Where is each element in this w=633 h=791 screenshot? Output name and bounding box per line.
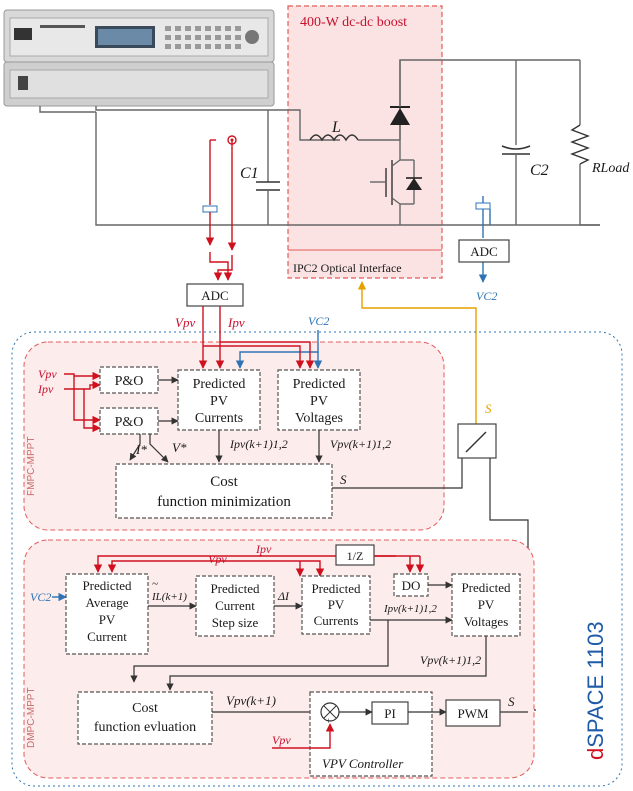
fmpc-pred-currents-l1: Predicted [193,377,246,392]
dmpc-cost-block [77,691,213,745]
fmpc-label: FMPC-MPPT [26,437,37,496]
pred-step-l1: Predicted [210,581,260,596]
fmpc-pred-currents-block [177,369,261,431]
vpv-ref-label: Vpv(k+1) [226,693,276,708]
dmpc-pred-voltages-block [451,573,521,637]
fmpc-pred-voltages-l2: PV [310,394,328,409]
dmpc-pred-currents-l2: PV [328,597,345,612]
po-1-label: P&O [115,374,144,389]
vc2-right-label: VC2 [476,289,497,303]
vc2-top-label: VC2 [308,314,329,328]
c2-label: C2 [530,162,549,179]
inductor-label: L [331,119,341,136]
pred-step-block [195,575,275,637]
pi-block [371,701,409,725]
boost-title: 400-W dc-dc boost [300,15,407,30]
pv-sensors [202,135,237,281]
fmpc-pred-voltages-l3: Voltages [295,411,343,426]
po-2-label: P&O [115,415,144,430]
dmpc-ipv-top: Ipv [255,542,272,556]
delay-block [335,544,375,566]
do-label: DO [402,578,421,593]
pred-avg-block [65,573,149,655]
v-star-label: V* [172,440,187,455]
vc2-to-pred-currents [235,330,319,369]
fmpc-vpv-in: Vpv [38,367,57,381]
dmpc-pred-currents-l1: Predicted [311,581,361,596]
dmpc-vpv-top: Vpv [208,552,227,566]
dmpc-vpv-k1-label: Vpv(k+1)1,2 [420,653,481,667]
optical-interface-label: IPC2 Optical Interface [293,261,402,275]
adc-left-block [186,283,244,307]
adc-right-label: ADC [470,244,497,259]
mode-switch-blade [465,431,487,453]
pwm-block [445,699,501,727]
dmpc-feedback-lines [130,620,487,691]
adc-right-block [458,239,510,263]
dmpc-pred-voltages-l2: PV [478,597,495,612]
dmpc-ipv-k1-label: Ipv(k+1)1,2 [383,603,437,615]
fmpc-s-label: S [340,472,347,487]
fmpc-ipv-k1-label: Ipv(k+1)1,2 [229,437,288,451]
vpv-fb-label: Vpv [272,733,291,747]
fmpc-cost-block [115,463,333,519]
fmpc-input-lines [64,371,101,433]
pred-step-l3: Step size [212,615,259,630]
dmpc-cost-l1: Cost [132,701,158,716]
rload-label: RLoad [591,161,630,176]
switch-s-label: S [485,401,492,416]
dmpc-pred-currents-l3: Currents [314,613,359,628]
pred-avg-l2: Average [85,595,128,610]
delay-label: 1/Z [347,549,364,563]
dspace-label: dSPACE 1103 [583,621,608,760]
vpv-label: Vpv [175,315,195,330]
fmpc-s-line [332,458,463,489]
adc-left-label: ADC [201,288,228,303]
po-block-2 [99,407,159,435]
fmpc-cost-l1: Cost [210,474,238,490]
fmpc-arrows [129,376,323,463]
fmpc-vpv-k1-label: Vpv(k+1)1,2 [330,437,391,451]
vc2-sensor [475,196,491,283]
fmpc-pred-currents-l3: Currents [195,411,243,426]
fmpc-cost-l2: function minimization [157,494,291,510]
s-signal-path [357,281,477,428]
ipv-label: Ipv [227,315,245,330]
dmpc-pred-voltages-l1: Predicted [461,580,511,595]
dmpc-cost-l2: function evluation [94,720,196,735]
boost-converter-region [287,5,443,279]
il-k1-label: IL(k+1) [151,591,187,603]
pi-label: PI [384,706,396,721]
pred-avg-l3: PV [99,612,116,627]
c1-label: C1 [240,165,259,182]
dmpc-s-label: S [508,694,515,709]
fmpc-pred-voltages-block [277,369,361,431]
i-star-label: I* [135,442,147,457]
pv-simulator-image [3,9,275,107]
sum-sign: + [326,716,331,726]
po-block-1 [99,366,159,394]
il-tilde: ~ [152,578,158,590]
dmpc-label: DMPC-MPPT [26,687,37,748]
dmpc-pred-voltages-l3: Voltages [464,614,509,629]
pred-step-l2: Current [215,598,255,613]
pred-avg-l4: Current [87,629,127,644]
pred-avg-l1: Predicted [82,578,132,593]
power-circuit [39,59,600,226]
adc-to-predictors [198,306,315,369]
vpv-feedback-line [272,723,335,749]
delta-i-label: ΔI [277,589,290,603]
dmpc-pred-currents-block [301,575,371,635]
dspace-region [11,331,623,787]
dmpc-vc2-in: VC2 [30,590,51,604]
vpv-controller-label: VPV Controller [322,756,404,771]
fmpc-pred-currents-l2: PV [210,394,228,409]
fmpc-pred-voltages-l1: Predicted [293,377,346,392]
fmpc-ipv-in: Ipv [37,382,54,396]
pwm-label: PWM [457,706,489,721]
